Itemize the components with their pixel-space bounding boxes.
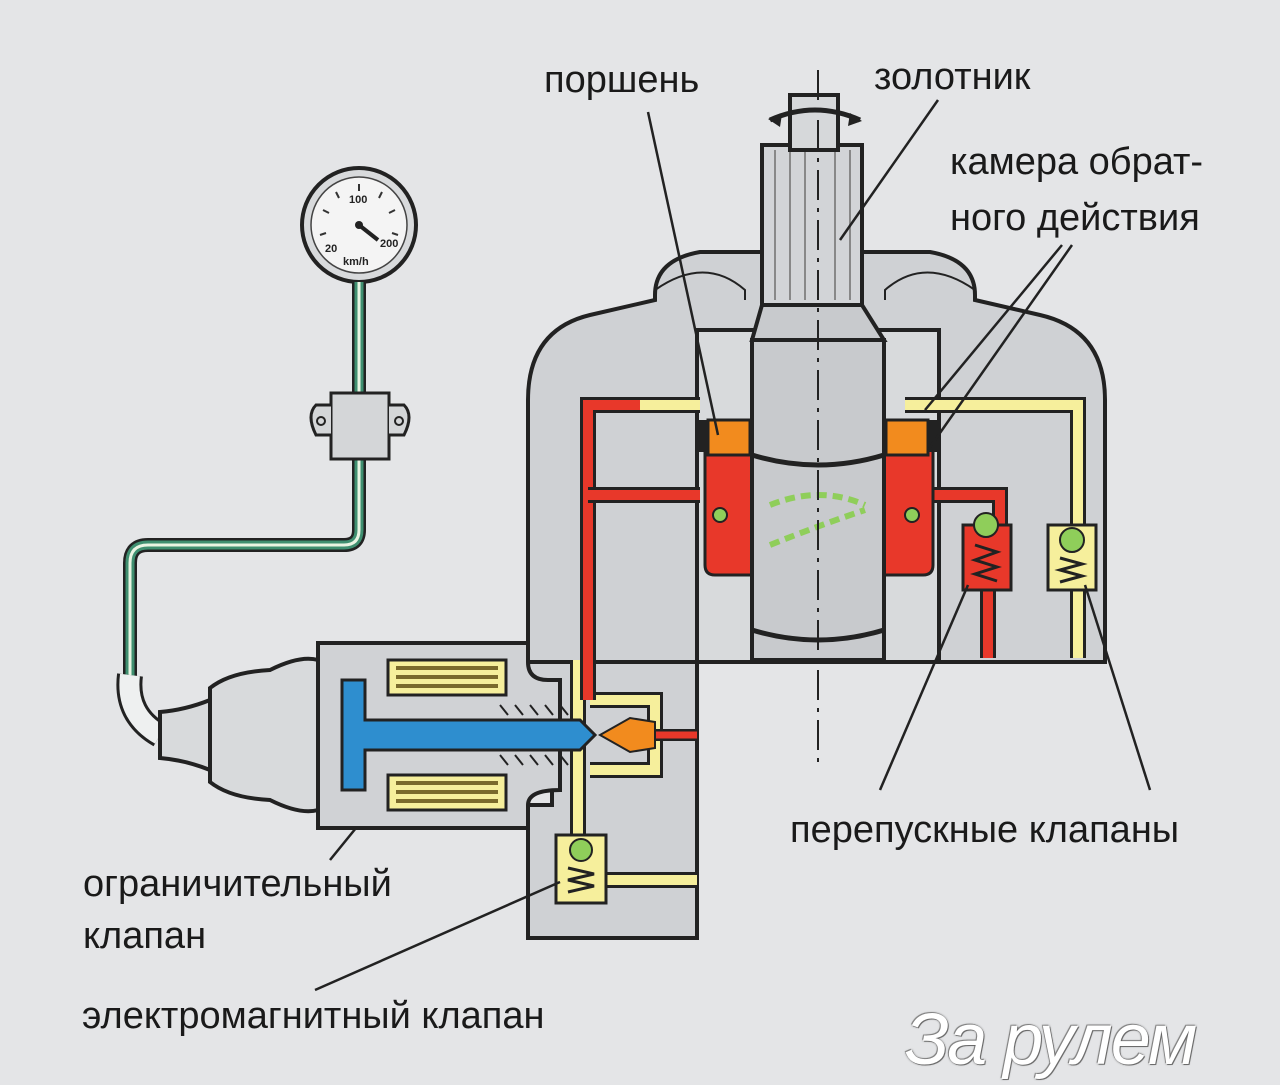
label-limiting-valve-line2: клапан [83,915,207,957]
label-solenoid-valve: электромагнитный клапан [82,995,545,1037]
label-reverse-chamber-line2: ного действия [950,197,1200,239]
solenoid-connector [158,656,320,814]
leader-lines [314,99,1152,992]
bypass-valve-yellow [1046,523,1098,592]
working-chambers [697,418,939,577]
label-limiting-valve-line1: ограничительный [83,863,392,905]
watermark-logo: За рулем [905,1000,1197,1080]
gauge-unit: km/h [343,256,369,268]
label-piston: поршень [544,59,700,101]
solenoid-valve [316,641,656,830]
speedometer-gauge: 100 20 200 km/h [300,166,418,284]
label-bypass-valves: перепускные клапаны [790,809,1180,851]
label-reverse-chamber-line1: камера обрат- [950,141,1204,183]
gauge-tick-20: 20 [325,243,337,255]
bypass-valve-red [961,512,1013,592]
label-spool: золотник [874,56,1031,98]
speed-sensor [309,391,411,461]
limiting-valve [554,833,608,905]
speed-cable [116,282,366,747]
gauge-tick-100: 100 [349,194,367,206]
spool-shaft [749,70,888,770]
gauge-tick-200: 200 [380,238,398,250]
